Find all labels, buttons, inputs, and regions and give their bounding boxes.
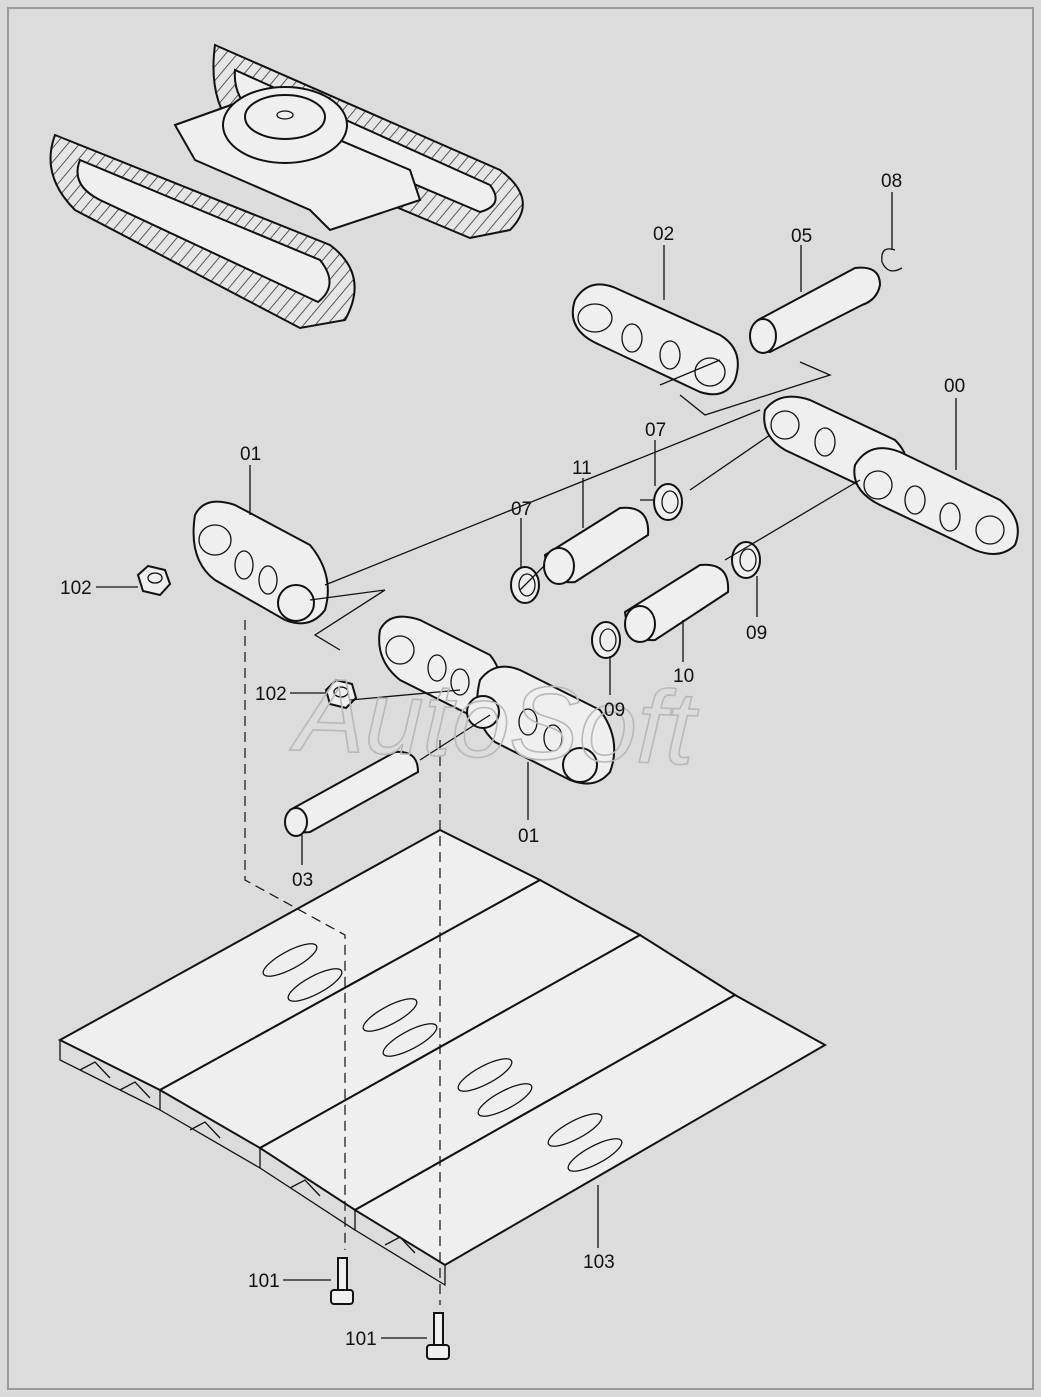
- undercarriage-overview: [49, 43, 524, 330]
- bushing-11: [543, 506, 650, 585]
- bolt-101-a: [330, 1257, 354, 1305]
- link-01-center: [378, 615, 616, 785]
- link-02: [571, 283, 739, 396]
- label-09-left: 09: [604, 700, 625, 721]
- circlip-08: [881, 248, 903, 272]
- label-101-a: 101: [248, 1271, 280, 1292]
- bolt-101-b: [426, 1312, 450, 1360]
- label-101-b: 101: [345, 1329, 377, 1350]
- label-102-a: 102: [60, 578, 92, 599]
- label-00: 00: [944, 376, 965, 397]
- label-11: 11: [572, 458, 592, 479]
- part-labels: 00 01 01 02 03 05 07 07 08 09 09 10 11 1…: [60, 171, 965, 1350]
- leader-lines: [96, 192, 957, 1339]
- label-03: 03: [292, 870, 313, 891]
- label-103: 103: [583, 1252, 615, 1273]
- link-01-left: [192, 500, 329, 625]
- seal-09-left: [591, 621, 621, 659]
- label-08: 08: [881, 171, 902, 192]
- link-00: [763, 395, 1019, 555]
- label-01-top: 01: [240, 444, 261, 465]
- label-10: 10: [673, 666, 694, 687]
- nut-102-left: [136, 564, 172, 597]
- pin-03: [284, 750, 420, 837]
- label-09-right: 09: [746, 623, 767, 644]
- pin-05: [749, 266, 882, 354]
- nut-102-center: [324, 678, 358, 710]
- label-05: 05: [791, 226, 812, 247]
- label-07-right: 07: [645, 420, 666, 441]
- bushing-10: [623, 563, 730, 643]
- label-102-b: 102: [255, 684, 287, 705]
- label-02: 02: [653, 224, 674, 245]
- seal-07-right: [653, 483, 683, 521]
- label-07-left: 07: [511, 499, 532, 520]
- label-01-bottom: 01: [518, 826, 539, 847]
- track-shoe-103: [57, 828, 828, 1287]
- watermark: AutoSoft: [288, 657, 701, 787]
